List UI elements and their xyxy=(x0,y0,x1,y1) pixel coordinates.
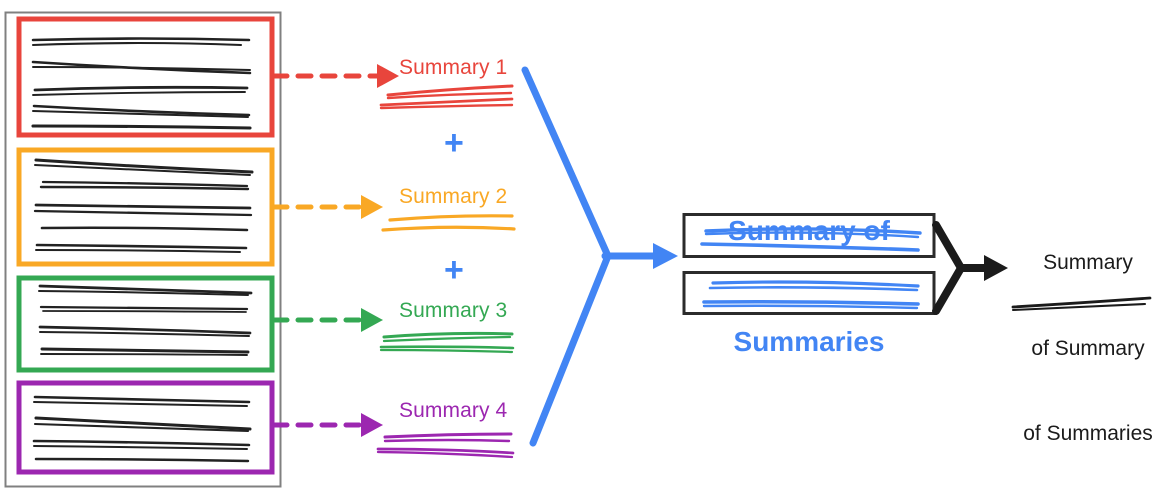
summary-3-lines xyxy=(379,331,515,354)
blue-merge-arrow xyxy=(521,66,678,447)
summary-1-lines xyxy=(379,84,514,110)
final-output-lines xyxy=(1011,296,1152,312)
document-group-2[interactable] xyxy=(16,147,275,267)
dashed-arrow-3 xyxy=(271,308,383,332)
plus-operator-2: + xyxy=(444,251,464,289)
document-group-1-text-lines xyxy=(31,37,252,130)
document-group-4[interactable] xyxy=(16,380,275,475)
sos-title-line-2: Summaries xyxy=(733,325,885,357)
final-title-line-2: of Summary xyxy=(1031,336,1145,360)
summary-1-label: Summary 1 xyxy=(399,56,508,79)
summary-of-summaries-title: Summary of Summaries xyxy=(684,139,934,435)
sos-box-2-lines xyxy=(702,280,920,310)
plus-operator-1: + xyxy=(444,124,464,162)
summary-2-lines xyxy=(381,214,516,232)
document-group-2-text-lines xyxy=(33,158,254,253)
sos-title-line-1: Summary of xyxy=(728,214,890,246)
dashed-arrow-1 xyxy=(271,64,399,88)
summary-4-label: Summary 4 xyxy=(399,399,508,422)
document-group-4-text-lines xyxy=(32,395,252,463)
dashed-arrow-4 xyxy=(271,413,383,437)
sos-box-1[interactable] xyxy=(682,213,936,258)
summary-3-label: Summary 3 xyxy=(399,299,508,322)
black-merge-arrow xyxy=(932,221,1008,315)
final-title-line-1: Summary xyxy=(1043,251,1133,275)
summary-4-lines xyxy=(376,432,515,459)
sos-box-2[interactable] xyxy=(682,271,936,315)
dashed-arrow-2 xyxy=(271,195,383,219)
final-output-title: Summary of Summary of Summaries xyxy=(1013,192,1163,495)
document-group-3[interactable] xyxy=(16,275,275,373)
document-group-1[interactable] xyxy=(16,16,275,138)
summary-2-label: Summary 2 xyxy=(399,185,508,208)
source-document-stack xyxy=(4,11,282,488)
final-title-line-3: of Summaries xyxy=(1023,422,1153,446)
document-group-3-text-lines xyxy=(38,284,253,356)
sos-box-1-lines xyxy=(700,227,922,252)
